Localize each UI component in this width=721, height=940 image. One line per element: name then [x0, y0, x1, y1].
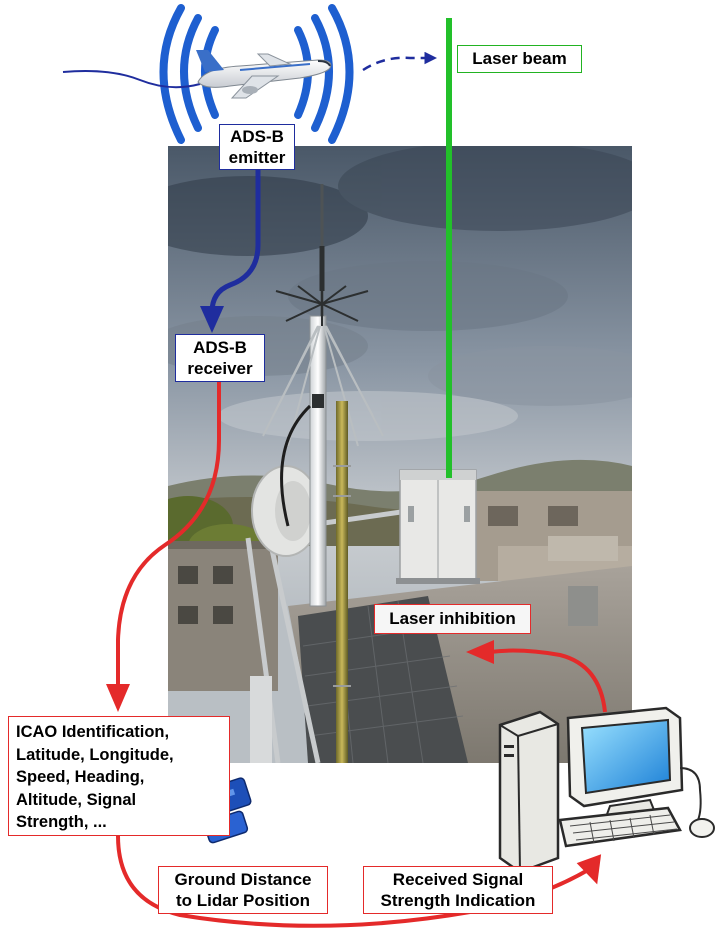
- ads-b-emitter-line-1: ADS-B: [230, 127, 284, 146]
- ads-b-receiver-label: ADS-B receiver: [175, 334, 265, 382]
- rssi-label: Received Signal Strength Indication: [363, 866, 553, 914]
- computer-to-inhibition-arrow: [489, 648, 607, 713]
- flight-track: [62, 70, 201, 89]
- adsb-data-fields-label: ICAO Identification, Latitude, Longitude…: [8, 716, 230, 836]
- support-pole: [336, 401, 348, 763]
- ads-b-receiver-line-2: receiver: [187, 359, 253, 378]
- airplane-icon: [196, 50, 332, 99]
- adsb-data-line-3: Speed, Heading,: [16, 768, 145, 786]
- antenna-icon: [262, 184, 384, 607]
- laser-inhibition-label: Laser inhibition: [374, 604, 531, 634]
- ads-b-receiver-line-1: ADS-B: [193, 338, 247, 357]
- adsb-data-line-2: Latitude, Longitude,: [16, 745, 174, 764]
- rssi-line-2: Strength Indication: [380, 891, 536, 910]
- adsb-data-line-1: ICAO Identification,: [16, 723, 170, 741]
- plane-to-beam-arrow: [362, 51, 437, 72]
- computer-icon: [498, 706, 715, 874]
- ads-b-emitter-line-2: emitter: [228, 148, 286, 167]
- rssi-line-1: Received Signal: [392, 870, 524, 889]
- ground-distance-line-2: to Lidar Position: [175, 891, 311, 910]
- adsb-data-line-4: Altitude, Signal: [16, 790, 137, 809]
- laser-beam-label: Laser beam: [457, 45, 582, 73]
- ground-distance-label: Ground Distance to Lidar Position: [158, 866, 328, 914]
- emitter-to-receiver-arrow: [209, 170, 261, 313]
- receiver-to-data-arrow: [116, 382, 221, 688]
- ads-b-emitter-label: ADS-B emitter: [219, 124, 295, 170]
- adsb-data-line-5: Strength, ...: [16, 813, 107, 831]
- ground-distance-line-1: Ground Distance: [174, 870, 312, 889]
